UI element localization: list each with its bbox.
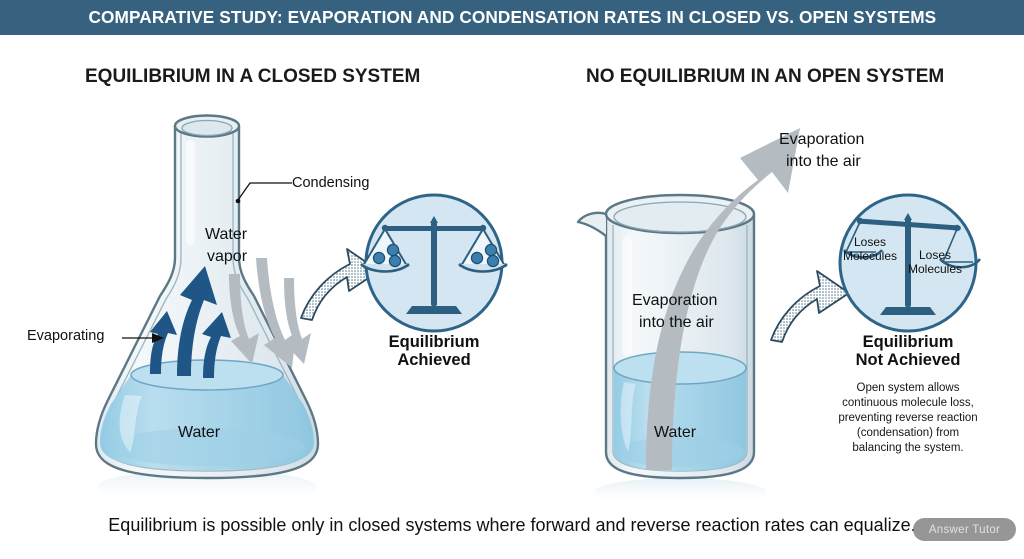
evaporation-outer-label-line2: into the air <box>786 153 861 170</box>
condensing-leader-dot <box>235 198 241 204</box>
beaker-water-surface <box>613 351 747 385</box>
flask-neck-highlight <box>186 140 195 245</box>
left-pan-loses-label-line1: Loses <box>853 235 887 249</box>
evaporating-label: Evaporating <box>27 328 105 344</box>
condensing-arrow-3 <box>284 278 311 364</box>
molecule <box>386 243 400 257</box>
bottom-caption: Equilibrium is possible only in closed s… <box>108 515 916 535</box>
water-vapor-label-line2: vapor <box>207 248 248 265</box>
condensing-label: Condensing <box>292 175 370 191</box>
evaporation-outer-label-line1: Evaporation <box>779 131 865 148</box>
right-panel-heading: NO EQUILIBRIUM IN AN OPEN SYSTEM <box>586 66 945 87</box>
evaporating-arrow-3 <box>202 312 231 378</box>
balance-scale-unbalanced-icon <box>843 213 982 315</box>
right-callout-note-line5: balancing the system. <box>852 442 964 454</box>
right-transition-arrow <box>770 270 850 343</box>
beaker-spout <box>576 211 607 237</box>
header-title: COMPARATIVE STUDY: EVAPORATION AND CONDE… <box>88 7 936 27</box>
left-leader-lines <box>122 182 292 343</box>
evaporating-arrows <box>150 266 231 378</box>
flask-water-label: Water <box>178 424 221 441</box>
watermark-text: Answer Tutor <box>928 523 1001 536</box>
molecule <box>372 251 386 265</box>
evaporating-arrow-2 <box>177 266 217 376</box>
molecule <box>484 243 498 257</box>
watermark-badge: Answer Tutor <box>913 518 1016 541</box>
molecule <box>388 254 402 268</box>
beaker-glass-highlight <box>622 236 632 356</box>
water-vapor-label-line1: Water <box>205 226 248 243</box>
condensing-arrow-2 <box>256 258 296 368</box>
evaporating-leader-arrowhead <box>152 333 164 343</box>
right-callout-title-line2: Not Achieved <box>855 351 961 369</box>
beaker-reflection <box>594 478 766 506</box>
left-callout-title-line1: Equilibrium <box>388 333 480 351</box>
condensing-leader-line <box>237 182 292 201</box>
left-panel-heading: EQUILIBRIUM IN A CLOSED SYSTEM <box>85 66 421 87</box>
right-callout-note-line2: continuous molecule loss, <box>842 397 974 409</box>
evaporating-arrow-1 <box>150 311 177 374</box>
flask-rim-inner <box>181 119 233 137</box>
right-callout-note-line1: Open system allows <box>856 382 960 394</box>
right-callout-note-line3: preventing reverse reaction <box>838 412 978 424</box>
right-pan-loses-label-line2: Molecules <box>907 262 963 276</box>
balance-scale-balanced-icon <box>360 216 508 314</box>
right-pan-loses-label-line1: Loses <box>918 248 952 262</box>
flask-water-bottom-shade <box>109 428 305 466</box>
header-bar: COMPARATIVE STUDY: EVAPORATION AND CONDE… <box>0 0 1024 35</box>
right-callout-title-line1: Equilibrium <box>862 333 954 351</box>
beaker-water-highlight <box>620 382 636 452</box>
left-callout-title-line2: Achieved <box>397 351 471 369</box>
condensing-arrow-1 <box>229 274 259 364</box>
beaker-water-label: Water <box>654 424 697 441</box>
molecule <box>486 254 500 268</box>
molecule <box>470 251 484 265</box>
evaporation-inner-label-line1: Evaporation <box>632 292 718 309</box>
flask-water-highlight <box>119 395 142 452</box>
evaporation-inner-label-line2: into the air <box>639 314 714 331</box>
flask-reflection <box>97 470 317 504</box>
evaporation-escape-arrow <box>646 128 800 470</box>
condensing-arrows <box>229 258 311 368</box>
left-pan-loses-label-line2: Molecules <box>842 249 898 263</box>
right-callout-note-line4: (condensation) from <box>856 427 960 439</box>
